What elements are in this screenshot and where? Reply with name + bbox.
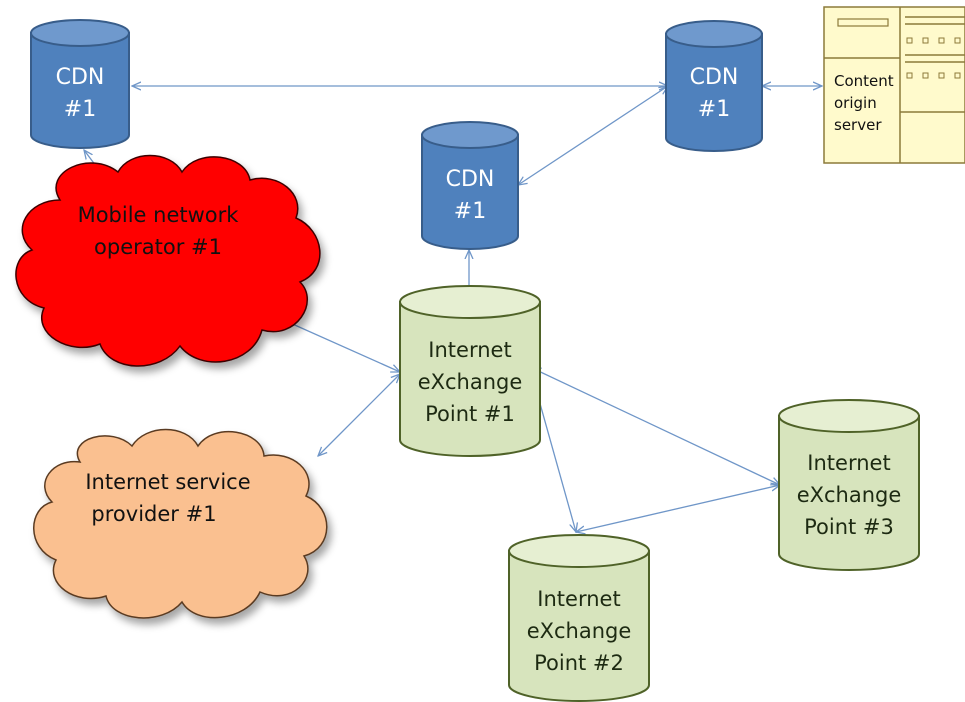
edge-isp-ixp1 xyxy=(318,374,400,456)
edge-mobile-operator-ixp1 xyxy=(287,321,400,372)
edge-ixp1-ixp3 xyxy=(532,368,780,485)
server-drive-bay xyxy=(837,18,889,27)
cdn-left-label-line2: #1 xyxy=(64,97,96,122)
cdn-right-label-line1: CDN xyxy=(690,65,739,90)
isp-label-line1: Internet service xyxy=(85,470,250,494)
ixp1: Internet eXchange Point #1 xyxy=(399,285,541,457)
ixp3-label-line2: eXchange xyxy=(797,483,902,507)
mobile-operator-label-line1: Mobile network xyxy=(78,203,240,227)
ixp2: Internet eXchange Point #2 xyxy=(508,534,650,702)
ixp2-label-line2: eXchange xyxy=(527,619,632,643)
mobile-operator-label-line2: operator #1 xyxy=(94,235,222,259)
origin-server-label-line3: server xyxy=(834,116,882,134)
isp-label-line2: provider #1 xyxy=(91,502,216,526)
ixp2-label-line1: Internet xyxy=(537,587,620,611)
origin-server: Content origin server xyxy=(823,6,965,164)
ixp2-label-line3: Point #2 xyxy=(534,651,624,675)
ixp3-label-line3: Point #3 xyxy=(804,515,894,539)
server-indicator-lights xyxy=(906,37,961,79)
edges xyxy=(84,86,822,532)
cdn-right: CDN #1 xyxy=(665,20,763,152)
ixp1-label-line3: Point #1 xyxy=(425,402,515,426)
cdn-left: CDN #1 xyxy=(30,19,130,149)
ixp1-label-line1: Internet xyxy=(428,338,511,362)
origin-server-label-line1: Content xyxy=(834,72,894,90)
ixp3-label-line1: Internet xyxy=(807,451,890,475)
edge-cdn-right-cdn-center xyxy=(518,86,668,185)
cdn-center-label-line2: #1 xyxy=(454,199,486,224)
cdn-center: CDN #1 xyxy=(421,121,519,250)
origin-server-label-line2: origin xyxy=(834,94,877,112)
ixp3: Internet eXchange Point #3 xyxy=(778,399,920,571)
ixp1-label-line2: eXchange xyxy=(418,370,523,394)
cdn-center-label-line1: CDN xyxy=(446,167,495,192)
cdn-right-label-line2: #1 xyxy=(698,97,730,122)
mobile-operator-cloud: Mobile network operator #1 xyxy=(15,154,321,367)
isp-cloud: Internet service provider #1 xyxy=(33,428,328,619)
edge-ixp2-ixp3 xyxy=(576,485,780,532)
cdn-left-label-line1: CDN xyxy=(56,65,105,90)
